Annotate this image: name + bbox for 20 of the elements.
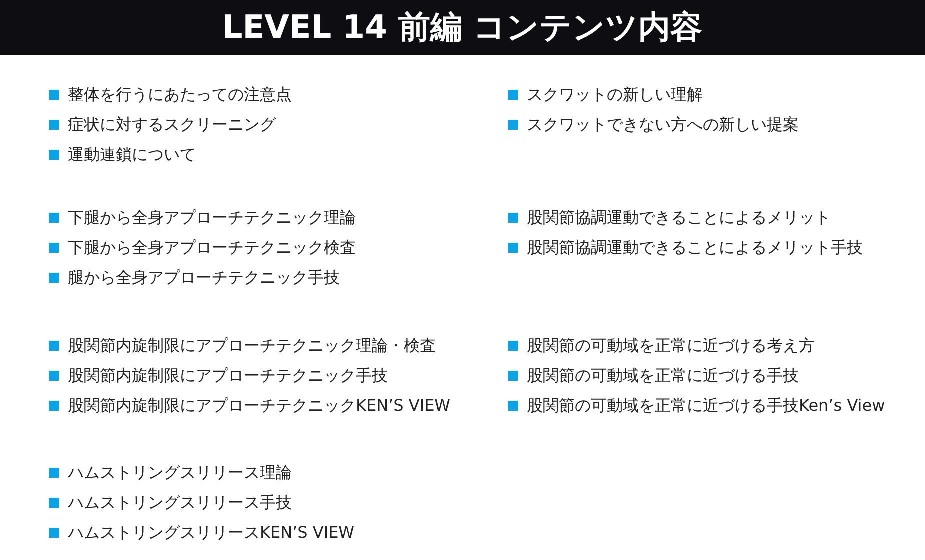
- list-item-text: 腿から全身アプローチテクニック手技: [68, 267, 340, 289]
- list-item-text: スクワットできない方への新しい提案: [527, 114, 799, 136]
- list-item-text: 運動連鎖について: [68, 144, 196, 166]
- list-item-text: スクワットの新しい理解: [527, 84, 703, 106]
- title: LEVEL 14 前編 コンテンツ内容: [221, 7, 704, 48]
- list-item-text: ハムストリングスリリース手技: [68, 492, 292, 514]
- list-item-text: 股関節の可動域を正常に近づける手技Ken’s View: [527, 395, 886, 417]
- list-item-text: ハムストリングスリリースKEN’S VIEW: [68, 522, 354, 544]
- list-item-text: 股関節協調運動できることによるメリット手技: [527, 237, 863, 259]
- list-item-text: 股関節内旋制限にアプローチテクニック理論・検査: [68, 335, 436, 357]
- list-item-text: 股関節協調運動できることによるメリット: [527, 207, 831, 229]
- list-item-text: 股関節の可動域を正常に近づける手技: [527, 365, 799, 387]
- list-item-text: 症状に対するスクリーニング: [68, 114, 276, 136]
- list-item-text: 股関節の可動域を正常に近づける考え方: [527, 335, 815, 357]
- list-item-text: ハムストリングスリリース理論: [68, 462, 292, 484]
- list-item-text: 下腿から全身アプローチテクニック検査: [68, 237, 356, 259]
- list-item-text: 股関節内旋制限にアプローチテクニック手技: [68, 365, 388, 387]
- list-item-text: 整体を行うにあたっての注意点: [68, 84, 292, 106]
- list-item-text: 下腿から全身アプローチテクニック理論: [68, 207, 356, 229]
- list-item-text: 股関節内旋制限にアプローチテクニックKEN’S VIEW: [68, 395, 450, 417]
